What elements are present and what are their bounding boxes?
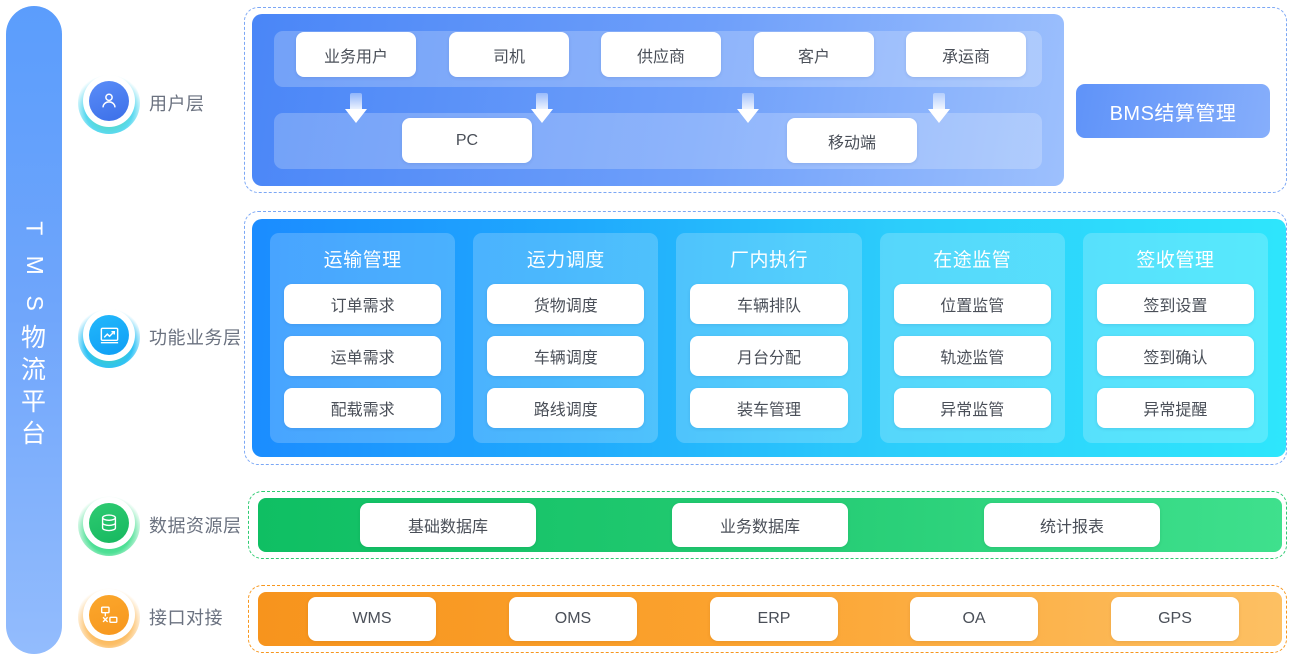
function-item[interactable]: 运单需求: [284, 336, 442, 376]
device-chip-pc[interactable]: PC: [402, 118, 532, 163]
function-item[interactable]: 装车管理: [690, 388, 848, 428]
function-column-transit: 在途监管 位置监管 轨迹监管 异常监管: [879, 233, 1065, 443]
layer-label-data: 数据资源层: [149, 516, 242, 536]
layer-badge-user: 用户层: [78, 72, 205, 134]
layer-label-api: 接口对接: [149, 608, 223, 628]
function-item[interactable]: 位置监管: [893, 284, 1051, 324]
api-chip-erp[interactable]: ERP: [710, 597, 838, 641]
function-column-title: 签收管理: [1136, 250, 1215, 271]
layer-badge-api: 接口对接: [78, 586, 223, 648]
user-chip-4[interactable]: 客户: [754, 32, 874, 77]
data-chip-base-db[interactable]: 基础数据库: [360, 503, 536, 547]
function-item[interactable]: 异常提醒: [1096, 388, 1255, 428]
layer-label-function: 功能业务层: [149, 328, 242, 348]
function-item[interactable]: 车辆排队: [690, 284, 848, 324]
function-item[interactable]: 签到确认: [1096, 336, 1255, 376]
function-column-plant: 厂内执行 车辆排队 月台分配 装车管理: [676, 233, 862, 443]
function-item[interactable]: 签到设置: [1096, 284, 1255, 324]
bms-settlement-button[interactable]: BMS结算管理: [1076, 84, 1270, 138]
arrow-down-icon-1: [345, 93, 367, 123]
user-chip-5[interactable]: 承运商: [906, 32, 1026, 77]
platform-char-2: 流: [20, 356, 47, 385]
data-chip-business-db[interactable]: 业务数据库: [672, 503, 848, 547]
layer-label-user: 用户层: [149, 94, 205, 114]
function-item[interactable]: 配载需求: [284, 388, 442, 428]
function-column-title: 厂内执行: [730, 250, 809, 271]
device-chip-mobile[interactable]: 移动端: [787, 118, 917, 163]
user-chip-3[interactable]: 供应商: [601, 32, 721, 77]
function-column-signing: 签收管理 签到设置 签到确认 异常提醒: [1082, 233, 1269, 443]
function-layer-outline: [244, 211, 1287, 465]
api-chip-oa[interactable]: OA: [910, 597, 1038, 641]
function-column-title: 运输管理: [323, 250, 402, 271]
data-layer-outline: [248, 491, 1287, 559]
chart-icon: [78, 306, 140, 368]
user-row-devices: [274, 113, 1042, 169]
user-layer-outline: [244, 7, 1287, 193]
function-item[interactable]: 路线调度: [487, 388, 645, 428]
platform-char-4: 台: [20, 420, 47, 449]
arrow-down-icon-3: [737, 93, 759, 123]
function-columns: 运输管理 订单需求 运单需求 配载需求 运力调度 货物调度 车辆调度 路线调度 …: [270, 233, 1269, 443]
platform-letter-s: S: [21, 295, 48, 312]
database-icon: [78, 494, 140, 556]
function-column-title: 在途监管: [933, 250, 1012, 271]
platform-letter-m: M: [21, 255, 48, 277]
arrow-down-icon-2: [531, 93, 553, 123]
api-layer-outline: [248, 585, 1287, 653]
api-chip-oms[interactable]: OMS: [509, 597, 637, 641]
arrow-down-icon-4: [928, 93, 950, 123]
platform-title-text: T M S 物 流 平 台: [20, 210, 48, 450]
layer-badge-data: 数据资源层: [78, 494, 242, 556]
api-chip-gps[interactable]: GPS: [1111, 597, 1239, 641]
function-item[interactable]: 货物调度: [487, 284, 645, 324]
function-column-title: 运力调度: [526, 250, 605, 271]
platform-char-1: 物: [20, 324, 47, 353]
arrow-down-icon-data-to-api: [424, 560, 450, 594]
data-chip-report[interactable]: 统计报表: [984, 503, 1160, 547]
api-chip-wms[interactable]: WMS: [308, 597, 436, 641]
user-chip-2[interactable]: 司机: [449, 32, 569, 77]
platform-letter-t: T: [21, 221, 48, 237]
user-chip-1[interactable]: 业务用户: [296, 32, 416, 77]
function-column-transport: 运输管理 订单需求 运单需求 配载需求: [270, 233, 456, 443]
layer-badge-function: 功能业务层: [78, 306, 242, 368]
function-item[interactable]: 月台分配: [690, 336, 848, 376]
interface-icon: [78, 586, 140, 648]
user-icon: [78, 72, 140, 134]
function-item[interactable]: 异常监管: [893, 388, 1051, 428]
function-item[interactable]: 订单需求: [284, 284, 442, 324]
platform-char-3: 平: [20, 388, 47, 417]
function-item[interactable]: 轨迹监管: [893, 336, 1051, 376]
function-column-capacity: 运力调度 货物调度 车辆调度 路线调度: [473, 233, 659, 443]
function-layer-panel: 运输管理 订单需求 运单需求 配载需求 运力调度 货物调度 车辆调度 路线调度 …: [252, 219, 1286, 457]
function-item[interactable]: 车辆调度: [487, 336, 645, 376]
platform-title-bar: T M S 物 流 平 台: [6, 6, 62, 654]
